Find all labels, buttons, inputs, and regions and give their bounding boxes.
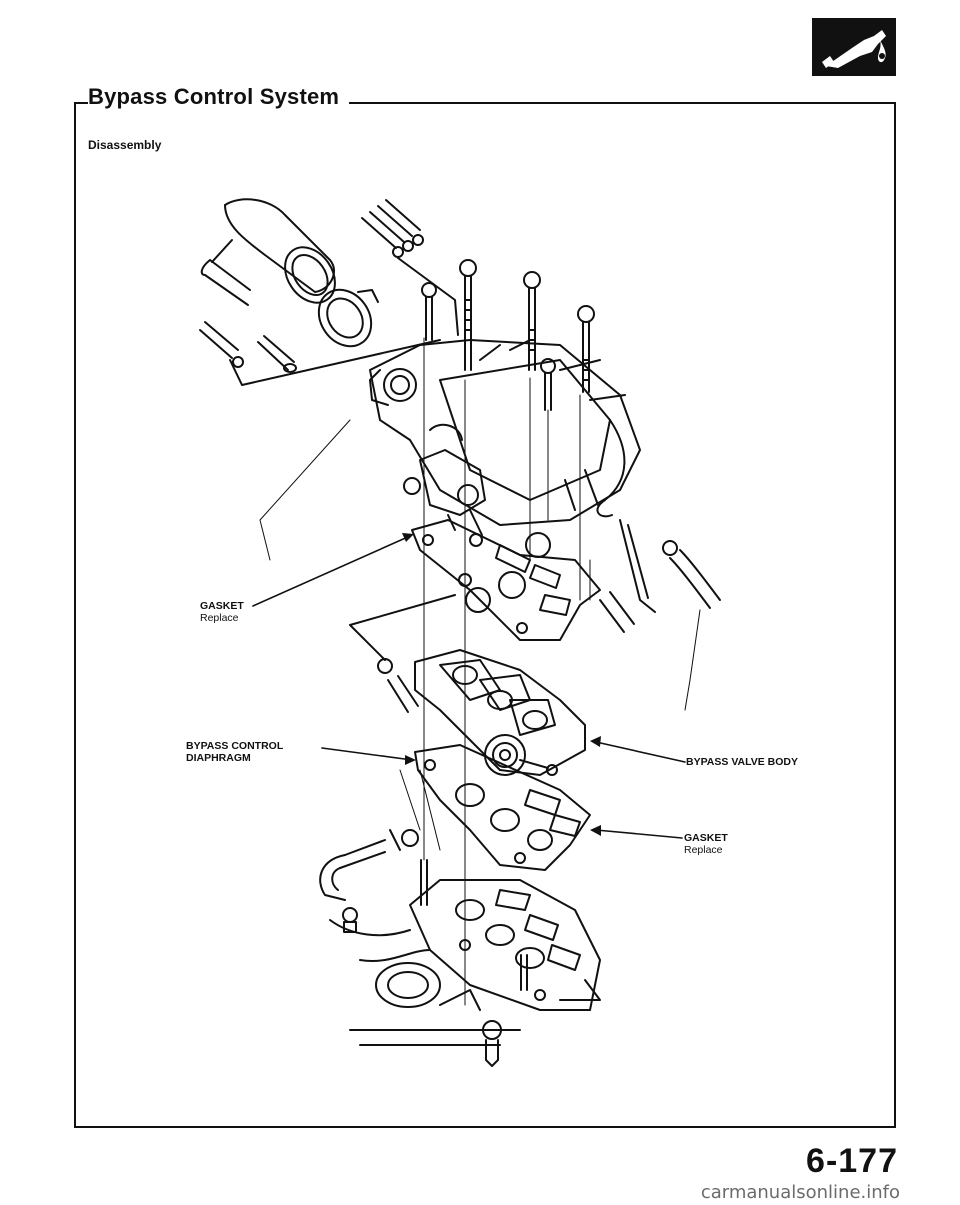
watermark: carmanualsonline.info <box>700 1182 900 1203</box>
label-valve-body-name: BYPASS VALVE BODY <box>686 756 799 768</box>
page-title: Bypass Control System <box>88 84 350 110</box>
label-gasket-bottom: GASKET Replace <box>684 832 728 856</box>
intake-chamber-assembly <box>369 339 641 526</box>
label-gasket-top-note: Replace <box>200 612 239 624</box>
page-number: 6-177 <box>806 1142 898 1180</box>
lower-intake-manifold <box>329 879 601 1046</box>
section-subtitle: Disassembly <box>88 138 162 152</box>
hose-middle <box>349 594 456 713</box>
bypass-control-diaphragm <box>484 734 558 776</box>
hose-right <box>599 519 721 633</box>
vacuum-hoses-top <box>361 199 459 336</box>
bypass-actuator <box>403 449 486 547</box>
vacuum-hoses-left <box>199 321 441 386</box>
label-diaphragm-line2: DIAPHRAGM <box>186 752 251 764</box>
label-gasket-top: GASKET Replace <box>200 600 244 624</box>
arrow-diaphragm <box>405 755 416 765</box>
studs <box>420 859 528 1067</box>
bolt <box>523 271 541 371</box>
label-gasket-bottom-name: GASKET <box>684 832 728 844</box>
fuel-nozzle-icon <box>812 18 896 76</box>
stud-nut <box>482 1020 502 1067</box>
bolt <box>577 305 595 393</box>
label-gasket-top-name: GASKET <box>200 600 244 612</box>
arrow-valve-body <box>590 736 601 747</box>
callout-leaders <box>252 535 686 839</box>
label-gasket-bottom-note: Replace <box>684 844 723 856</box>
alignment-lines <box>259 337 701 1006</box>
label-diaphragm-line1: BYPASS CONTROL <box>186 740 284 752</box>
mounting-bolts <box>421 259 595 411</box>
bolt <box>421 282 437 341</box>
diagram-frame <box>74 102 896 1128</box>
hose-lower-left <box>319 829 419 933</box>
gasket-lower <box>414 744 591 871</box>
arrow-gasket-top <box>402 533 414 542</box>
bolt <box>459 259 477 371</box>
arrow-gasket-bottom <box>590 825 601 836</box>
throttle-gasket-ring <box>317 288 379 348</box>
bypass-valve-body <box>414 649 586 776</box>
label-bypass-valve-body: BYPASS VALVE BODY <box>686 756 798 768</box>
gasket-upper <box>411 519 601 641</box>
bolt <box>540 358 556 411</box>
label-bypass-control-diaphragm: BYPASS CONTROL DIAPHRAGM <box>186 740 283 764</box>
air-intake-duct <box>200 198 336 306</box>
